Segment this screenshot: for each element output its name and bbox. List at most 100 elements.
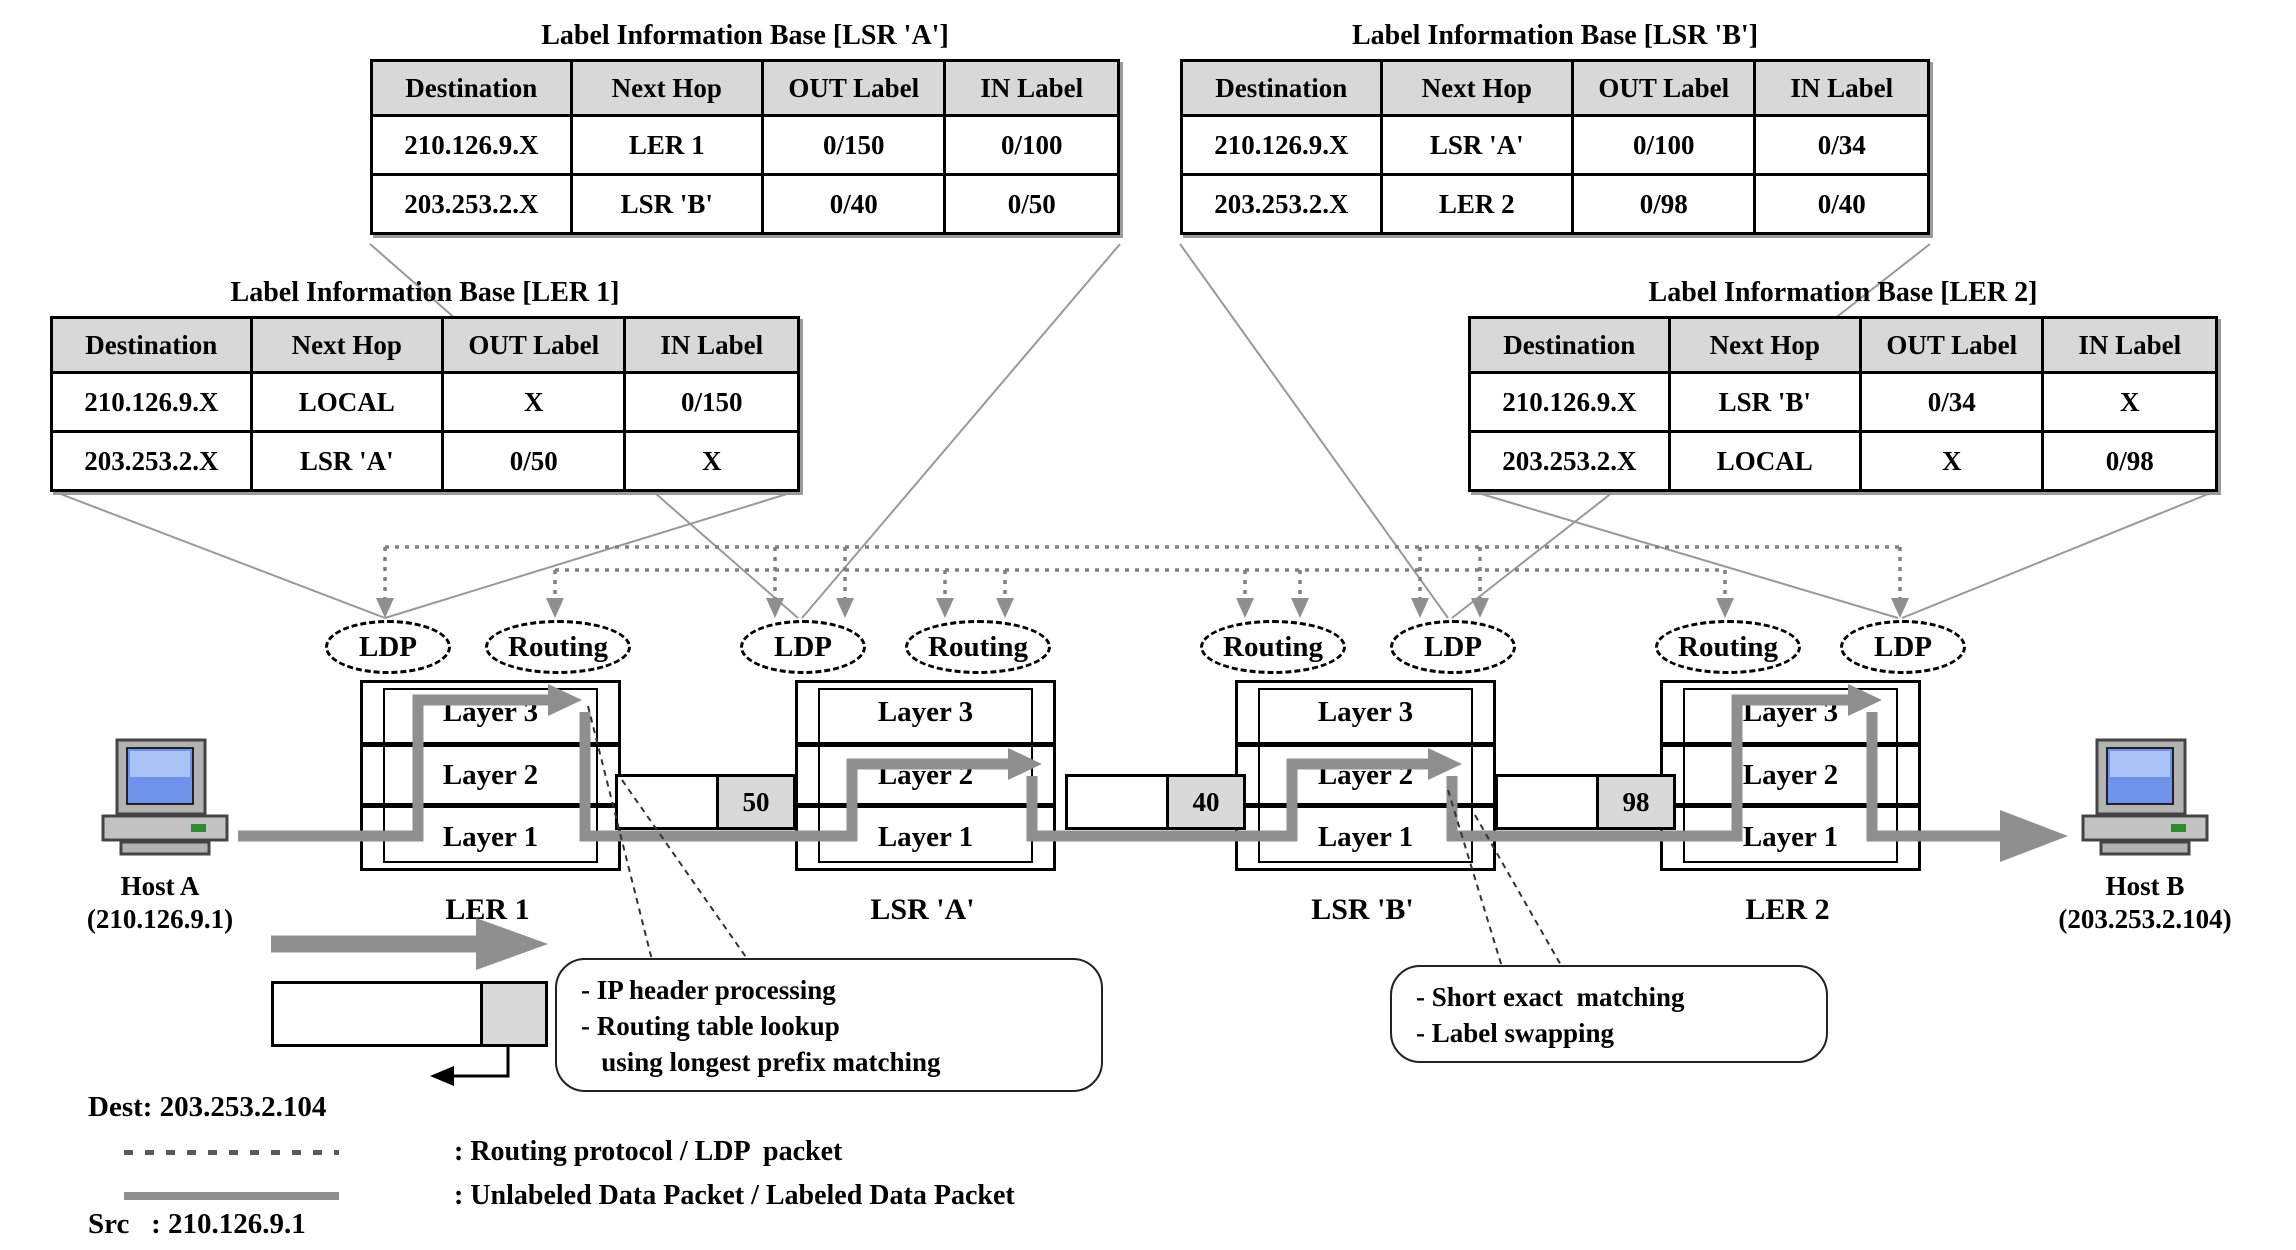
cell-out-label: 0/50: [440, 430, 627, 492]
router-stack-ler2: Layer 3 Layer 2 Layer 1: [1660, 680, 1921, 871]
cell-next-hop: LOCAL: [1667, 430, 1862, 492]
dest-pointer-arrow: [430, 1044, 510, 1086]
cell-in-label: 0/98: [2041, 430, 2218, 492]
col-header: OUT Label: [760, 59, 947, 117]
layer3-label: Layer 3: [1742, 696, 1839, 728]
layer3-label: Layer 3: [877, 696, 974, 728]
packet-payload: [618, 777, 719, 827]
packet-label-value: 50: [719, 777, 793, 827]
layer3-label: Layer 3: [442, 696, 539, 728]
legend-data-text: : Unlabeled Data Packet / Labeled Data P…: [454, 1180, 1015, 1211]
layer1-label: Layer 1: [442, 820, 539, 853]
cell-destination: 210.126.9.X: [370, 114, 573, 176]
layer3-label: Layer 3: [1317, 696, 1414, 728]
router-name-ler2: LER 2: [1745, 893, 1830, 926]
callout-line: using longest prefix matching: [581, 1047, 941, 1077]
dotted-line-swatch: [124, 1149, 339, 1155]
packet-payload: [1498, 777, 1599, 827]
col-header: IN Label: [943, 59, 1120, 117]
legend-row-signaling: : Routing protocol / LDP packet: [124, 1136, 842, 1168]
router-stack-lsrb: Layer 3 Layer 2 Layer 1: [1235, 680, 1496, 871]
packet-box-label-50: 50: [615, 774, 796, 830]
cell-out-label: 0/34: [1858, 371, 2045, 433]
host-a-name: Host A: [120, 871, 200, 901]
col-header: IN Label: [1753, 59, 1930, 117]
cell-out-label: 0/98: [1570, 173, 1757, 235]
lib-title-lsr-a: Label Information Base [LSR 'A']: [541, 20, 949, 51]
callout-line: - Routing table lookup: [581, 1011, 840, 1041]
cell-in-label: 0/40: [1753, 173, 1930, 235]
cell-in-label: 0/150: [623, 371, 800, 433]
packet-label-value: 40: [1169, 777, 1243, 827]
cell-out-label: X: [440, 371, 627, 433]
layer2-label: Layer 2: [442, 758, 539, 791]
lib-grid-ler-2: Destination Next Hop OUT Label IN Label …: [1468, 316, 2218, 492]
table-row: 203.253.2.X LSR 'A' 0/50 X: [50, 430, 800, 492]
col-header: OUT Label: [1858, 316, 2045, 374]
lib-table-ler-2: Label Information Base [LER 2] Destinati…: [1468, 277, 2218, 492]
table-row: 210.126.9.X LSR 'A' 0/100 0/34: [1180, 114, 1930, 176]
packet-dest-text: Dest: 203.253.2.104: [88, 1091, 327, 1123]
layer-divider: [1235, 742, 1496, 747]
table-row: 203.253.2.X LOCAL X 0/98: [1468, 430, 2218, 492]
col-header: Destination: [50, 316, 253, 374]
solid-line-swatch: [124, 1192, 339, 1200]
routing-ellipse-lsrb: Routing: [1200, 620, 1346, 674]
col-header: IN Label: [2041, 316, 2218, 374]
ldp-routing-dashed-rails: [383, 545, 1902, 600]
callout-line: - Label swapping: [1416, 1018, 1615, 1048]
cell-out-label: 0/150: [760, 114, 947, 176]
cell-out-label: X: [1858, 430, 2045, 492]
lib-grid-lsr-b: Destination Next Hop OUT Label IN Label …: [1180, 59, 1930, 235]
col-header: IN Label: [623, 316, 800, 374]
callout-ip-processing: - IP header processing - Routing table l…: [555, 958, 1103, 1092]
layer1-label: Layer 1: [1742, 820, 1839, 853]
callout-line: - Short exact matching: [1416, 982, 1685, 1012]
host-b-computer-icon: [2075, 738, 2215, 875]
col-header: Next Hop: [569, 59, 764, 117]
table-row: 203.253.2.X LER 2 0/98 0/40: [1180, 173, 1930, 235]
ldp-ellipse-ler2: LDP: [1840, 620, 1966, 674]
col-header: Next Hop: [1667, 316, 1862, 374]
packet-addresses: Dest: 203.253.2.104 Src : 210.126.9.1: [88, 1010, 326, 1250]
col-header: Destination: [1468, 316, 1671, 374]
col-header: Destination: [1180, 59, 1383, 117]
cell-in-label: 0/50: [943, 173, 1120, 235]
cell-destination: 203.253.2.X: [50, 430, 253, 492]
cell-destination: 210.126.9.X: [50, 371, 253, 433]
packet-box-label-40: 40: [1065, 774, 1246, 830]
cell-next-hop: LER 1: [569, 114, 764, 176]
col-header: Destination: [370, 59, 573, 117]
ldp-ellipse-lsrb: LDP: [1390, 620, 1516, 674]
cell-next-hop: LOCAL: [249, 371, 444, 433]
table-row: 210.126.9.X LOCAL X 0/150: [50, 371, 800, 433]
cell-out-label: 0/100: [1570, 114, 1757, 176]
router-stack-ler1: Layer 3 Layer 2 Layer 1: [360, 680, 621, 871]
router-name-ler1: LER 1: [445, 893, 530, 926]
packet-label-value: 98: [1599, 777, 1673, 827]
host-b-name: Host B: [2105, 871, 2185, 901]
col-header: OUT Label: [440, 316, 627, 374]
lib-title-ler-2: Label Information Base [LER 2]: [1648, 277, 2038, 308]
col-header: OUT Label: [1570, 59, 1757, 117]
cell-next-hop: LSR 'A': [249, 430, 444, 492]
table-row: 210.126.9.X LSR 'B' 0/34 X: [1468, 371, 2218, 433]
cell-in-label: 0/100: [943, 114, 1120, 176]
legend-signaling-text: : Routing protocol / LDP packet: [454, 1136, 843, 1167]
routing-ellipse-lsra: Routing: [905, 620, 1051, 674]
lib-title-ler-1: Label Information Base [LER 1]: [230, 277, 620, 308]
lib-table-ler-1: Label Information Base [LER 1] Destinati…: [50, 277, 800, 492]
layer2-label: Layer 2: [1317, 758, 1414, 791]
packet-payload: [274, 984, 483, 1044]
layer2-label: Layer 2: [1742, 758, 1839, 791]
cell-destination: 203.253.2.X: [370, 173, 573, 235]
callout-line: - IP header processing: [581, 975, 836, 1005]
cell-in-label: X: [623, 430, 800, 492]
lib-table-lsr-a: Label Information Base [LSR 'A'] Destina…: [370, 20, 1120, 235]
cell-destination: 203.253.2.X: [1468, 430, 1671, 492]
cell-destination: 210.126.9.X: [1180, 114, 1383, 176]
packet-header-shaded: [483, 984, 545, 1044]
col-header: Next Hop: [1379, 59, 1574, 117]
